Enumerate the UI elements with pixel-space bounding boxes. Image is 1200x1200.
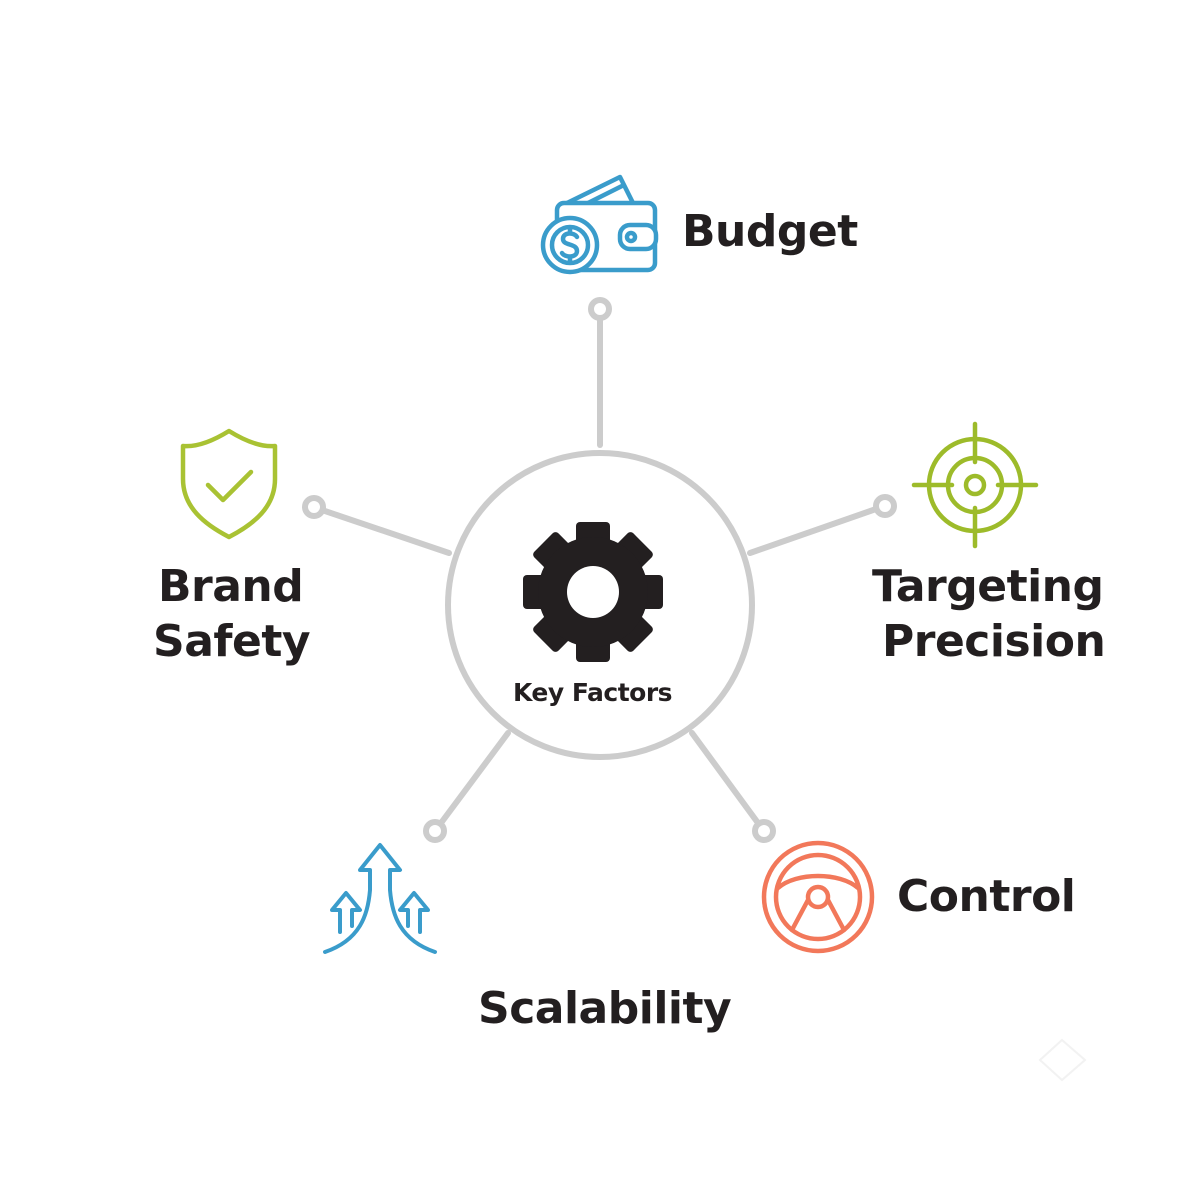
brand-safety-label-line2: Safety <box>153 616 311 667</box>
control-label: Control <box>897 871 1076 922</box>
gear-icon <box>523 522 663 662</box>
steering-wheel-icon <box>761 840 875 954</box>
connector-node-brand-safety <box>302 495 326 519</box>
arrows-up-icon <box>323 843 437 954</box>
scalability-label: Scalability <box>478 983 732 1034</box>
connector-node-targeting <box>873 494 897 518</box>
connector-node-scalability <box>423 819 447 843</box>
connector-node-control <box>752 819 776 843</box>
connector-node-budget <box>588 297 612 321</box>
wallet-dollar-icon <box>540 174 659 275</box>
watermark-mark <box>1038 1038 1087 1082</box>
targeting-label-line1: Targeting <box>872 561 1104 612</box>
center-label: Key Factors <box>513 678 673 707</box>
connector-brand-safety <box>319 507 452 556</box>
targeting-label-line2: Precision <box>882 616 1106 667</box>
shield-check-icon <box>180 428 278 540</box>
connector-targeting <box>747 506 879 556</box>
brand-safety-label-line1: Brand <box>158 561 304 612</box>
crosshair-target-icon <box>911 421 1039 549</box>
budget-label: Budget <box>682 206 858 257</box>
connector-control <box>689 730 761 826</box>
connector-scalability <box>438 730 511 826</box>
